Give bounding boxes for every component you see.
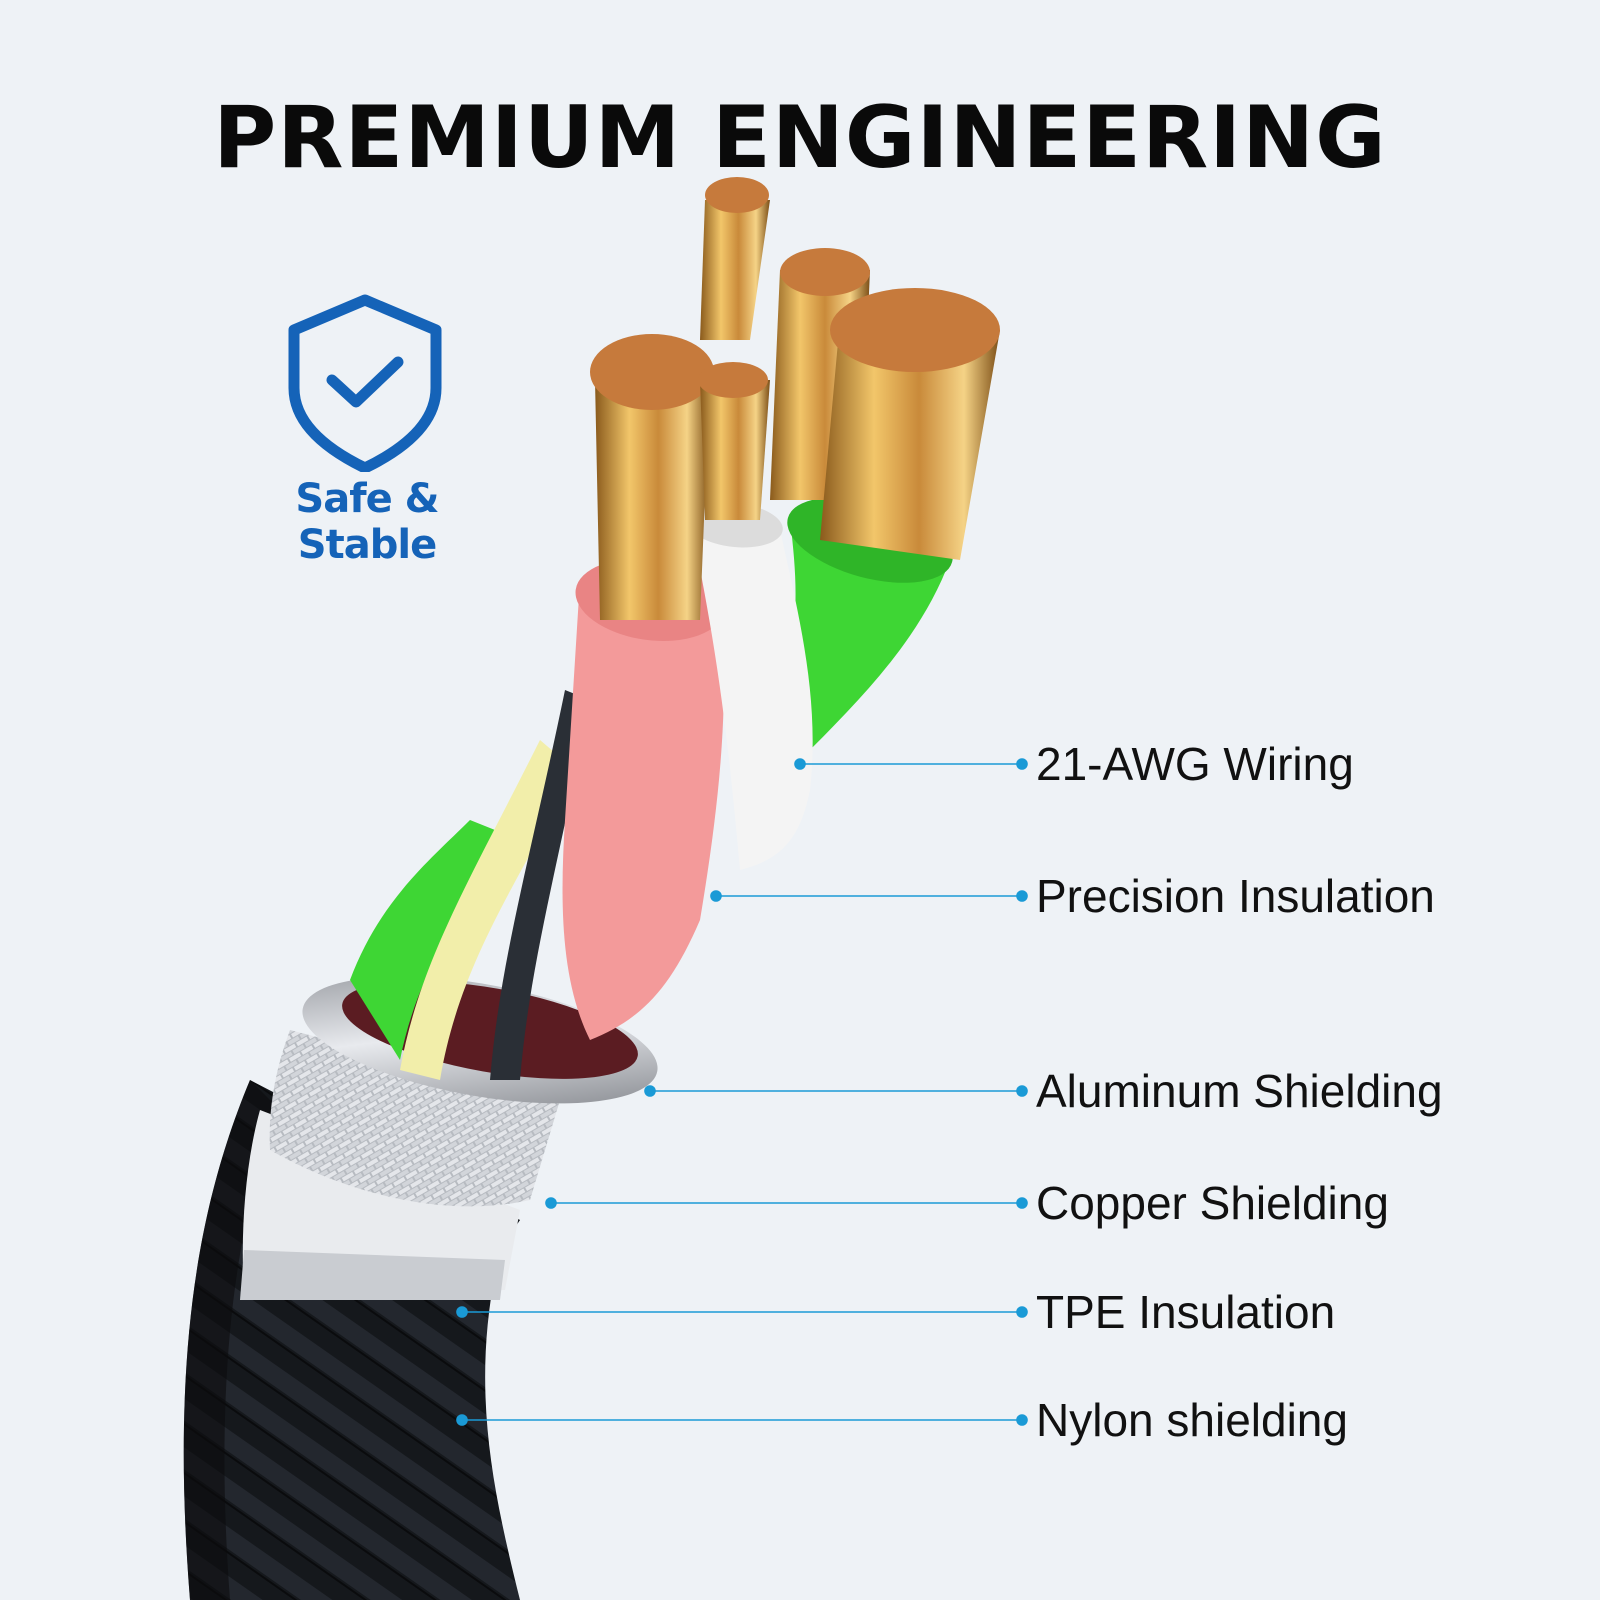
- badge-label: Safe & Stable: [295, 476, 439, 568]
- shield-check-icon: [288, 294, 442, 472]
- callout-copper-shielding: Copper Shielding: [1036, 1177, 1389, 1229]
- callout-wiring: 21-AWG Wiring: [1036, 738, 1354, 790]
- page-title: PREMIUM ENGINEERING: [213, 88, 1387, 188]
- callout-tpe-insulation: TPE Insulation: [1036, 1286, 1336, 1338]
- callout-precision-insulation: Precision Insulation: [1036, 870, 1435, 922]
- callout-nylon-shielding: Nylon shielding: [1036, 1394, 1348, 1446]
- callout-aluminum-shielding: Aluminum Shielding: [1036, 1065, 1443, 1117]
